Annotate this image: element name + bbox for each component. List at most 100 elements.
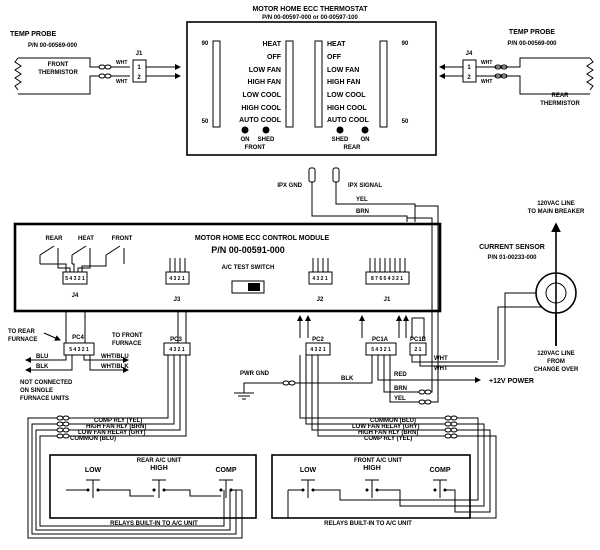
wht-blk-label: WHT/BLK <box>101 364 129 370</box>
pc1b-plug <box>409 342 427 356</box>
internal-relay-switches <box>39 245 125 272</box>
front-mode: AUTO COOL <box>239 117 282 124</box>
front-ac-unit: FRONT A/C UNIT LOW HIGH COMP RELAYS BUIL… <box>271 454 471 527</box>
j4-header-label: J4 <box>72 293 79 299</box>
ipx-brn-label: BRN <box>356 209 369 215</box>
j1-header <box>365 271 410 285</box>
j3-header-pins: 4 3 2 1 <box>169 276 185 282</box>
wht-blu-label: WHT/BLU <box>101 354 129 360</box>
plus12-label: +12V POWER <box>489 378 534 385</box>
front-ac-wiring: COMMON (BLU) LOW FAN RELAY (GRY) HIGH FA… <box>299 355 497 519</box>
front-label: FRONT <box>245 145 266 151</box>
rear-low-label: LOW <box>85 467 102 474</box>
rear-ac-footer: RELAYS BUILT-IN TO A/C UNIT <box>110 521 198 527</box>
pc1b-pins: 2 1 <box>415 347 422 353</box>
front-relay-comp <box>433 479 447 498</box>
rear-shed-led <box>336 126 344 134</box>
left-probe-title: TEMP PROBE <box>10 31 56 38</box>
pc1a-pins: 5 4 3 2 1 <box>371 347 391 353</box>
rear-temperature-slider[interactable] <box>379 40 388 128</box>
front-wire-label: LOW FAN RELAY (GRY) <box>352 424 419 430</box>
power-plugs: PC2 4 3 2 1 PC1A 5 4 3 2 1 PC1B 2 1 WHT … <box>234 205 534 405</box>
j3-header-label: J3 <box>174 297 181 303</box>
yel-label: YEL <box>394 396 406 402</box>
front-thermistor-symbol <box>14 57 22 91</box>
change-over-line-2: FROM <box>547 359 565 365</box>
rear-ac-title: REAR A/C UNIT <box>137 458 182 464</box>
to-rear-furnace-2: FURNACE <box>8 337 37 343</box>
furnace-wiring: TO REAR FURNACE TO FRONT FURNACE PC4 5 4… <box>8 311 191 402</box>
rear-mode: HEAT <box>327 41 346 48</box>
left-probe-part-number: P/N 00-00569-000 <box>28 43 78 49</box>
to-front-furnace-2: FURNACE <box>112 341 141 347</box>
front-mode: HIGH COOL <box>241 105 281 112</box>
front-low-label: LOW <box>300 467 317 474</box>
pc3-label: PC3 <box>170 337 182 343</box>
current-sensor-part-number: P/N 01-00233-000 <box>487 255 537 261</box>
front-mode: HEAT <box>262 41 281 48</box>
rear-on-label: ON <box>361 137 370 143</box>
j4-pin-1: 1 <box>467 65 471 71</box>
thermostat-body <box>186 21 437 156</box>
front-comp-label: COMP <box>430 467 451 474</box>
j4-header-pins: 5 4 3 2 1 <box>65 276 85 282</box>
front-mode-slider[interactable] <box>285 40 294 128</box>
pc3-pins: 4 3 2 1 <box>169 347 185 353</box>
ac-test-switch-knob[interactable] <box>248 283 260 291</box>
rear-high-label: HIGH <box>150 465 168 472</box>
rear-wire-label: COMMON (BLU) <box>70 436 116 442</box>
pc1a-label: PC1A <box>372 337 389 343</box>
j4-pin-2: 2 <box>467 75 471 81</box>
front-wire-label: HIGH FAN RLY (BRN) <box>358 430 418 436</box>
breaker-line-1: 120VAC LINE <box>537 201 575 207</box>
rear-ac-wiring: COMP RLY (YEL) HIGH FAN RLY (BRN) LOW FA… <box>27 355 243 539</box>
rear-mode-slider[interactable] <box>314 40 323 128</box>
front-scale-high: 90 <box>202 41 209 47</box>
rear-wire-ferrules <box>56 415 70 439</box>
rear-mode: HIGH COOL <box>327 105 367 112</box>
front-thermistor-label-1: FRONT <box>48 62 69 68</box>
left-wire-ferrules <box>98 64 112 79</box>
current-sensor-core <box>545 282 567 304</box>
rear-relay-high <box>152 479 166 498</box>
switch-front-label: FRONT <box>112 236 133 242</box>
red-label: RED <box>394 372 407 378</box>
front-wire-label: COMMON (BLU) <box>370 418 416 424</box>
right-wire-color-1: WHT <box>481 60 492 66</box>
rear-wire-label: HIGH FAN RLY (BRN) <box>86 424 146 430</box>
rear-scale-high: 90 <box>402 41 409 47</box>
rear-wire-label: LOW FAN RELAY (GRY) <box>78 430 145 436</box>
pc2-pins: 4 3 2 1 <box>310 347 326 353</box>
front-wire-ferrules <box>444 415 458 439</box>
pwr-gnd-label: PWR GND <box>240 371 270 377</box>
change-over-line-3: CHANGE OVER <box>534 367 579 373</box>
pc4-label: PC4 <box>72 335 84 341</box>
rear-ac-unit-box <box>49 454 257 519</box>
j3-header <box>165 271 190 285</box>
ac-test-switch-label: A/C TEST SWITCH <box>222 265 275 271</box>
rear-mode: OFF <box>327 54 342 61</box>
rear-wire-label: COMP RLY (YEL) <box>94 418 142 424</box>
front-thermistor-label-2: THERMISTOR <box>38 70 78 76</box>
to-front-furnace-1: TO FRONT <box>112 333 143 339</box>
front-ac-title: FRONT A/C UNIT <box>354 458 402 464</box>
switch-heat-label: HEAT <box>78 236 94 242</box>
j2-header-pins-lines <box>312 258 329 272</box>
front-mode: LOW FAN <box>249 67 281 74</box>
blk-label: BLK <box>36 364 49 370</box>
ground-symbol <box>234 392 254 400</box>
front-mode: LOW COOL <box>243 92 282 99</box>
front-ac-footer: RELAYS BUILT-IN TO A/C UNIT <box>324 521 412 527</box>
blu-label: BLU <box>36 354 48 360</box>
right-probe-part-number: P/N 00-00569-000 <box>507 41 557 47</box>
ipx-signal-label: IPX SIGNAL <box>348 183 382 189</box>
front-temperature-slider[interactable] <box>212 40 221 128</box>
j2-header-pins: 4 3 2 1 <box>312 276 328 282</box>
wht-label-2: WHT <box>434 366 448 372</box>
right-probe-title: TEMP PROBE <box>509 29 555 36</box>
rear-mode-list: HEAT OFF LOW FAN HIGH FAN LOW COOL HIGH … <box>327 41 370 124</box>
front-mode: OFF <box>267 54 282 61</box>
rear-mode: LOW FAN <box>327 67 359 74</box>
j4-label: J4 <box>466 51 473 57</box>
right-wire-color-2: WHT <box>481 79 492 85</box>
